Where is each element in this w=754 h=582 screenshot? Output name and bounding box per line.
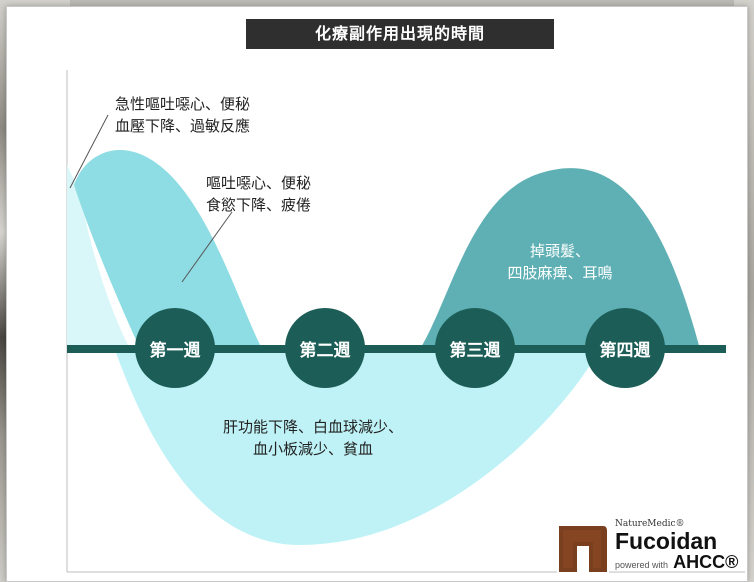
annotation-week1-line2: 食慾下降、疲倦: [206, 196, 312, 214]
week-2-circle: 第二週: [285, 308, 365, 388]
annotation-early: 急性嘔吐噁心、便秘 血壓下降、過敏反應: [115, 93, 250, 137]
wave-early-acute: [67, 165, 130, 349]
brand-name: Fucoidan: [615, 528, 718, 554]
wave-week3-4-hair-nerve: [420, 168, 700, 349]
leader-line-early: [69, 114, 109, 189]
wave-week1-nausea: [74, 149, 262, 349]
annotation-week3-4: 掉頭髮、 四肢麻痺、耳鳴: [500, 240, 620, 284]
brand-powered: powered with: [615, 560, 669, 570]
brand-logo: NatureMedic® Fucoidan powered with AHCC®: [615, 519, 738, 574]
timeline-bar: [67, 345, 726, 353]
annotation-below-line1: 肝功能下降、白血球減少、: [222, 418, 403, 436]
week-1-circle: 第一週: [135, 308, 215, 388]
week-3-circle: 第三週: [435, 308, 515, 388]
brand-powered-row: powered with AHCC®: [615, 553, 738, 574]
annotation-below-line2: 血小板減少、貧血: [252, 440, 373, 458]
diagram-title: 化療副作用出現的時間: [246, 19, 554, 49]
leader-line-week1: [181, 211, 233, 283]
annotation-week3-4-line1: 掉頭髮、: [529, 242, 590, 260]
annotation-below: 肝功能下降、白血球減少、 血小板減少、貧血: [198, 416, 428, 460]
week-4-circle: 第四週: [585, 308, 665, 388]
annotation-week1: 嘔吐噁心、便秘 食慾下降、疲倦: [206, 172, 311, 216]
brand-ahcc: AHCC®: [673, 552, 739, 572]
annotation-early-line2: 血壓下降、過敏反應: [115, 117, 251, 135]
annotation-week3-4-line2: 四肢麻痺、耳鳴: [507, 264, 613, 282]
fucoidan-logo-icon: [557, 522, 609, 574]
annotation-week1-line1: 嘔吐噁心、便秘: [206, 174, 312, 192]
annotation-early-line1: 急性嘔吐噁心、便秘: [115, 95, 251, 113]
brand-maker: NatureMedic®: [615, 519, 685, 529]
